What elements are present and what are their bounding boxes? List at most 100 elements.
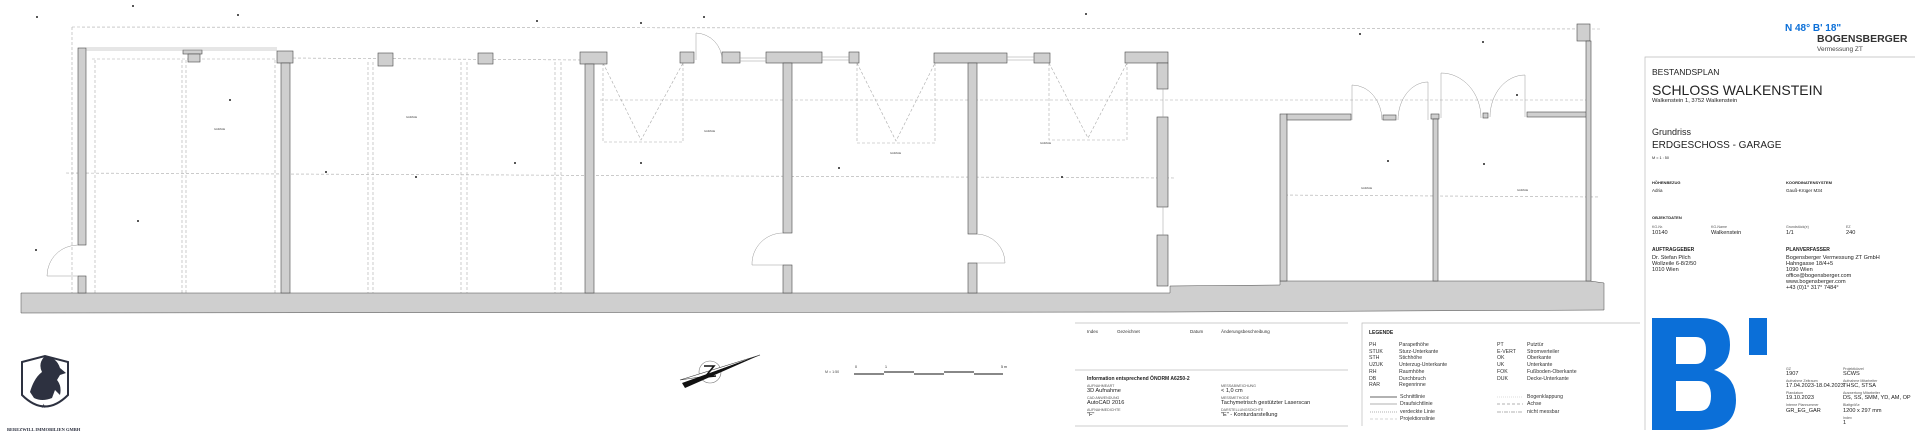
room-label: GARAGE [1361, 187, 1373, 190]
meta-label: Blattgröße [1843, 403, 1860, 407]
author-line: Bogensberger Vermessung ZT GmbH [1786, 255, 1880, 261]
legend-desc: Sturz-Unterkante [1399, 348, 1439, 355]
coordinates-logo: N 48° B' 18" [1785, 23, 1842, 34]
legend-abbr: UZUK [1369, 362, 1384, 369]
meta-value: 1907 [1786, 371, 1799, 377]
scale-tick: 5 m [1001, 365, 1007, 369]
legend-abbr: RAR [1369, 382, 1380, 389]
info-value: "F" [1087, 412, 1095, 418]
author-line: 1090 Wien [1786, 267, 1813, 273]
koordinaten-label: KOORDINATENSYSTEM [1786, 180, 1832, 185]
meta-label: Aufnahme Zeitraum [1786, 379, 1818, 383]
scale-label: M = 1:50 [825, 370, 840, 374]
legend-desc: Oberkante [1527, 355, 1552, 362]
info-label: Messabweichung [1221, 384, 1256, 388]
legend-abbr: E-VERT [1497, 348, 1516, 355]
legend-line-label: nicht messbar [1527, 409, 1560, 415]
svg-text:★: ★ [41, 403, 46, 410]
legend-line-label: Draufsichtlinie [1400, 401, 1433, 407]
legend-abbr: FOK [1497, 368, 1508, 375]
objekt-label: KG-Nr. [1652, 225, 1663, 229]
legend-abbr: PH [1369, 342, 1377, 348]
objekt-value: 1/1 [1786, 230, 1794, 236]
legend-desc: Regenrinne [1399, 382, 1426, 389]
legend-abbr: STUK [1369, 348, 1383, 355]
legend-abbr: STH [1369, 355, 1380, 362]
hoehenbezug-label: HÖHENBEZUG [1652, 180, 1681, 185]
meta-value: THSC, STSA [1843, 383, 1876, 389]
legend-desc: Unterzug-Unterkante [1399, 362, 1448, 369]
objektdaten-label: OBJEKTDATEN [1652, 215, 1682, 220]
planverfasser-label: PLANVERFASSER [1786, 247, 1830, 253]
legend-desc: Parapethöhe [1399, 342, 1429, 348]
author-email-link[interactable]: office@bogensberger.com [1786, 273, 1852, 279]
info-label: Aufnahmeart [1087, 384, 1115, 388]
info-value: 3D Aufnahme [1087, 388, 1121, 394]
meta-label: Plandatum [1786, 391, 1804, 395]
meta-label: Index [1843, 416, 1852, 420]
legend-line-label: verdeckte Linie [1400, 409, 1435, 415]
meta-label: Aufnahme Mitarbeiter [1843, 379, 1878, 383]
legend-line-samples [1370, 396, 1523, 420]
floor-name: ERDGESCHOSS - GARAGE [1652, 140, 1782, 151]
meta-value: 19.10.2023 [1786, 395, 1814, 401]
info-label: Messmethode [1221, 396, 1250, 400]
legend-abbr: OK [1497, 355, 1505, 362]
company-logo-text: BEREZWILL IMMOBILIEN GMBH [7, 427, 81, 432]
room-label: GARAGE [406, 116, 418, 119]
legend-abbr: RH [1369, 368, 1377, 375]
hoehenbezug-value: Adria [1652, 188, 1663, 193]
firm-name: BOGENSBERGER [1817, 33, 1908, 45]
meta-value: 1200 x 297 mm [1843, 408, 1882, 414]
legend-desc: Putztür [1527, 342, 1544, 348]
objekt-value: 10140 [1652, 230, 1668, 236]
room-label: GARAGE [214, 128, 226, 131]
walls [77, 23, 1592, 294]
north-arrow-icon [679, 354, 761, 388]
drawing-scale: M = 1 : 50 [1652, 156, 1669, 160]
brand-logo-b-icon [1652, 318, 1767, 430]
dashed-reference-lines [65, 26, 1601, 293]
info-value: Tachymetrisch gestützter Laserscan [1221, 400, 1311, 406]
elevation-markers [35, 5, 1518, 251]
legend-line-label: Projektionslinie [1400, 416, 1435, 422]
room-label: GARAGE [704, 130, 716, 133]
ground-section [20, 280, 1605, 314]
table-borders [1075, 56, 1915, 430]
info-value: AutoCAD 2016 [1087, 400, 1125, 406]
project-address: Walkenstein 1, 3752 Walkenstein [1652, 98, 1738, 104]
revision-header-drawn: Gezeichnet [1117, 329, 1140, 334]
author-website-link[interactable]: www.bogensberger.com [1786, 279, 1846, 285]
project-title: SCHLOSS WALKENSTEIN [1652, 82, 1823, 98]
legend-abbr: PT [1497, 342, 1504, 348]
legend-title: LEGENDE [1369, 330, 1394, 336]
room-label: GARAGE [1517, 189, 1529, 192]
info-label: Aufnahmedichte [1087, 408, 1121, 412]
client-line: Dr. Stefan Pilch [1652, 255, 1691, 261]
client-line: 1010 Wien [1652, 267, 1679, 273]
legend-line-label: Schnittlinie [1400, 394, 1426, 400]
legend-desc: Unterkante [1527, 362, 1553, 369]
meta-label: Auswertung Mitarbeiter [1843, 391, 1880, 395]
info-label: CAD Anwendung [1087, 396, 1120, 400]
firm-subtitle: Vermessung ZT [1817, 46, 1863, 53]
objekt-label: KG-Name [1711, 225, 1727, 229]
legend-desc: Fußboden-Oberkante [1527, 368, 1577, 375]
revision-header-index: Index [1087, 329, 1099, 334]
meta-label: GZ [1786, 367, 1791, 371]
scale-tick: 1 [885, 365, 887, 369]
author-line: +43 (0)1° 317° 7484° [1786, 285, 1839, 291]
auftraggeber-label: AUFTRAGGEBER [1652, 247, 1695, 253]
legend-abbr: DUK [1497, 375, 1508, 382]
info-label: Darstellungsdichte [1221, 408, 1264, 412]
meta-label: Projektkürzel [1843, 367, 1864, 371]
objekt-value: Walkenstein [1711, 230, 1742, 236]
koordinaten-value: Gauß-Krüger M34 [1786, 188, 1823, 193]
legend-desc: Decke-Unterkante [1527, 375, 1569, 382]
meta-value: DS, SS, SMM, YD, AM, OP [1843, 395, 1911, 401]
doors-and-windows [46, 32, 1526, 277]
meta-value: 1 [1843, 420, 1847, 426]
legend-desc: Stichhöhe [1399, 355, 1423, 362]
